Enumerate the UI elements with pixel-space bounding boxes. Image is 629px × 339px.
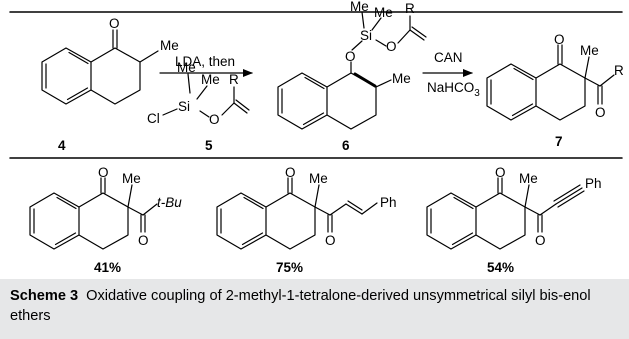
step2-reagent-nahco: NaHCO3 <box>427 80 480 99</box>
compound-6-methyl-1: Me <box>350 0 369 14</box>
compound-7-r-group: R <box>614 63 624 78</box>
caption-label: Scheme 3 <box>10 288 79 304</box>
product-3-substituent: Ph <box>585 176 602 191</box>
product-2-methyl: Me <box>309 171 328 186</box>
product-2-substituent: Ph <box>380 195 397 210</box>
product-1-substituent: t-Bu <box>157 195 182 210</box>
compound-6-structure <box>277 11 427 130</box>
compound-5-methyl-2: Me <box>201 72 220 87</box>
product-1-methyl: Me <box>122 171 141 186</box>
compound-4-structure <box>41 29 159 105</box>
product-3-oxygen-2: O <box>535 233 546 248</box>
product-1-oxygen-1: O <box>98 165 109 180</box>
compound-5-structure <box>162 73 250 118</box>
compound-7-label: 7 <box>555 134 563 149</box>
compound-7-structure <box>486 44 615 121</box>
compound-6-oxygen-2: O <box>386 39 397 54</box>
compound-6-methyl-3: Me <box>392 71 411 86</box>
compound-4-oxygen: O <box>109 16 120 31</box>
compound-4-label: 4 <box>58 138 66 153</box>
product-3-oxygen-1: O <box>495 165 506 180</box>
product-1-yield: 41% <box>94 260 121 275</box>
product-2-structure <box>216 177 378 250</box>
compound-5-label: 5 <box>205 138 213 153</box>
compound-7-oxygen-2: O <box>595 105 606 120</box>
compound-5-silicon: Si <box>178 99 190 114</box>
compound-5-r-group: R <box>229 72 239 87</box>
compound-7-methyl: Me <box>580 43 599 58</box>
product-3-yield: 54% <box>487 260 514 275</box>
caption-panel <box>0 279 629 339</box>
compound-6-r-group: R <box>405 1 415 16</box>
product-3-methyl: Me <box>519 171 538 186</box>
product-3-structure <box>426 177 585 250</box>
compound-4-methyl: Me <box>160 38 179 53</box>
compound-6-methyl-2: Me <box>374 5 393 20</box>
compound-6-oxygen-1: O <box>345 49 356 64</box>
product-2-oxygen-1: O <box>285 165 296 180</box>
compound-6-silicon: Si <box>360 28 372 43</box>
product-2-yield: 75% <box>276 260 303 275</box>
compound-5-methyl-1: Me <box>177 60 196 75</box>
step2-reagent-can: CAN <box>434 50 463 65</box>
compound-5-oxygen: O <box>209 112 220 127</box>
compound-7-oxygen-1: O <box>554 32 565 47</box>
compound-6-label: 6 <box>342 138 350 153</box>
caption-text: Oxidative coupling of 2-methyl-1-tetralo… <box>10 288 591 324</box>
compound-5-chlorine: Cl <box>147 111 160 126</box>
product-2-oxygen-2: O <box>325 233 336 248</box>
product-1-oxygen-2: O <box>138 233 149 248</box>
product-1-structure <box>29 177 158 250</box>
step1-reagent-text: LDA, then <box>175 54 235 69</box>
